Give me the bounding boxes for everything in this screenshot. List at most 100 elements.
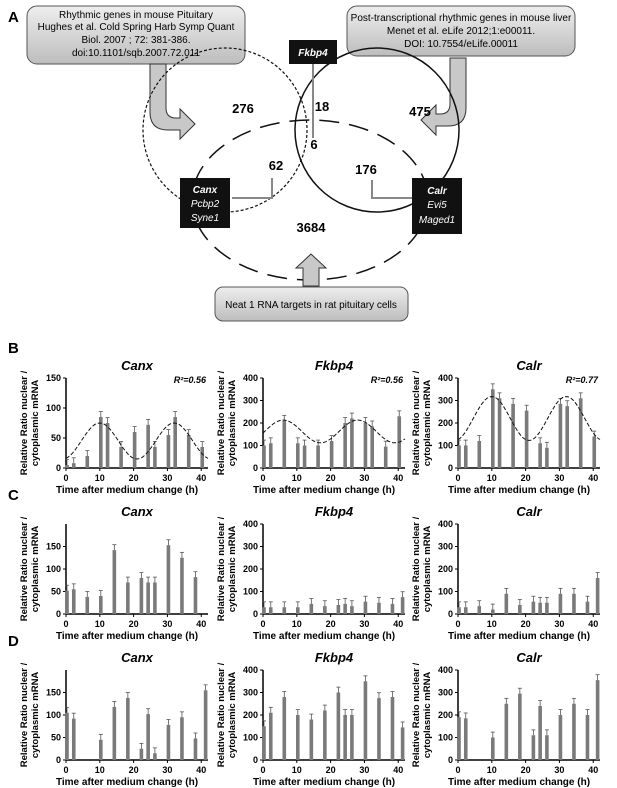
y-tick-label: 200	[438, 418, 453, 428]
bar	[112, 550, 117, 614]
bar	[592, 436, 597, 468]
bar	[572, 593, 576, 614]
x-tick-label: 30	[359, 473, 369, 483]
left-source-line-3: Biol. 2007 ; 72: 381-386.	[82, 35, 191, 46]
y-tick-label: 0	[253, 609, 258, 619]
bar	[119, 447, 123, 468]
y-axis-label: Relative Ratio nuclear /cytoplasmic mRNA	[19, 662, 41, 767]
x-tick-label: 40	[393, 619, 403, 629]
y-tick-label: 0	[56, 755, 61, 765]
x-tick-label: 10	[95, 765, 105, 775]
bar	[343, 423, 347, 468]
bar	[126, 582, 130, 614]
bar	[146, 424, 150, 468]
bar	[531, 601, 536, 614]
bottom-source-box: Neat 1 RNA targets in rat pituitary cell…	[214, 286, 409, 322]
y-tick-label: 50	[51, 433, 61, 443]
x-tick-label: 0	[260, 619, 265, 629]
bar	[538, 443, 542, 468]
bar	[282, 697, 287, 760]
bar	[363, 681, 368, 760]
x-tick-label: 0	[260, 765, 265, 775]
x-axis-label: Time after medium change (h)	[448, 777, 590, 788]
count-left-only: 276	[232, 101, 254, 116]
count-right-only: 475	[409, 104, 431, 119]
x-tick-label: 10	[292, 765, 302, 775]
x-tick-label: 0	[63, 765, 68, 775]
y-tick-label: 300	[438, 688, 453, 698]
y-tick-label: 50	[51, 587, 61, 597]
bar	[350, 606, 354, 614]
y-axis-label: Relative Ratio nuclear /cytoplasmic mRNA	[19, 516, 41, 621]
x-axis-label: Time after medium change (h)	[253, 631, 395, 642]
y-tick-label: 200	[438, 564, 453, 574]
x-tick-label: 30	[162, 473, 172, 483]
bar	[457, 607, 461, 614]
bar	[180, 557, 184, 614]
count-center: 6	[310, 137, 317, 152]
chart-title: Calr	[516, 358, 542, 373]
y-tick-label: 150	[46, 688, 61, 698]
connector-canx	[232, 178, 273, 199]
bar	[400, 727, 405, 760]
bar	[463, 607, 468, 614]
bar	[504, 703, 509, 760]
y-tick-label: 50	[51, 733, 61, 743]
bar	[166, 724, 171, 760]
x-axis-label: Time after medium change (h)	[253, 485, 395, 496]
panel-label-a: A	[8, 9, 19, 26]
connector-calr	[371, 180, 412, 199]
fit-curve	[457, 396, 601, 441]
chart-title: Calr	[516, 504, 542, 519]
bar	[153, 753, 157, 760]
bar	[370, 426, 374, 468]
right-source-line-2: Menet et al. eLife 2012;1:e00011.	[387, 26, 535, 37]
gene-evi5: Evi5	[427, 200, 447, 211]
x-axis-label: Time after medium change (h)	[448, 631, 590, 642]
panel-label-d: D	[8, 633, 19, 650]
gene-box-calr: Calr Evi5 Maged1	[412, 178, 462, 234]
bar	[166, 545, 171, 614]
y-tick-label: 300	[243, 396, 258, 406]
fit-curve	[262, 419, 406, 444]
bar	[572, 703, 576, 760]
bar	[477, 441, 482, 468]
left-circle	[142, 47, 308, 213]
x-tick-label: 40	[588, 765, 598, 775]
x-tick-label: 0	[455, 473, 460, 483]
bar	[186, 435, 191, 468]
x-tick-label: 30	[162, 619, 172, 629]
bar	[377, 602, 381, 614]
bar	[99, 596, 103, 614]
y-tick-label: 100	[438, 733, 453, 743]
bar	[524, 410, 529, 468]
bar	[545, 602, 549, 614]
y-tick-label: 0	[448, 609, 453, 619]
bar	[146, 582, 150, 614]
y-tick-label: 0	[253, 463, 258, 473]
r2-annotation: R²=0.56	[174, 375, 207, 385]
x-tick-label: 30	[162, 765, 172, 775]
chart-title: Canx	[121, 650, 154, 665]
r2-annotation: R²=0.56	[371, 375, 404, 385]
y-tick-label: 400	[438, 519, 453, 529]
bar	[302, 445, 307, 468]
bar	[595, 578, 600, 614]
bar	[99, 417, 103, 468]
bar	[383, 446, 388, 468]
bar	[350, 418, 354, 468]
y-tick-label: 100	[243, 587, 258, 597]
x-tick-label: 40	[196, 765, 206, 775]
x-tick-label: 20	[326, 765, 336, 775]
bar	[363, 423, 368, 468]
gene-calr: Calr	[427, 186, 448, 197]
y-tick-label: 100	[46, 710, 61, 720]
bar	[200, 447, 205, 468]
up-arrow	[294, 253, 328, 287]
